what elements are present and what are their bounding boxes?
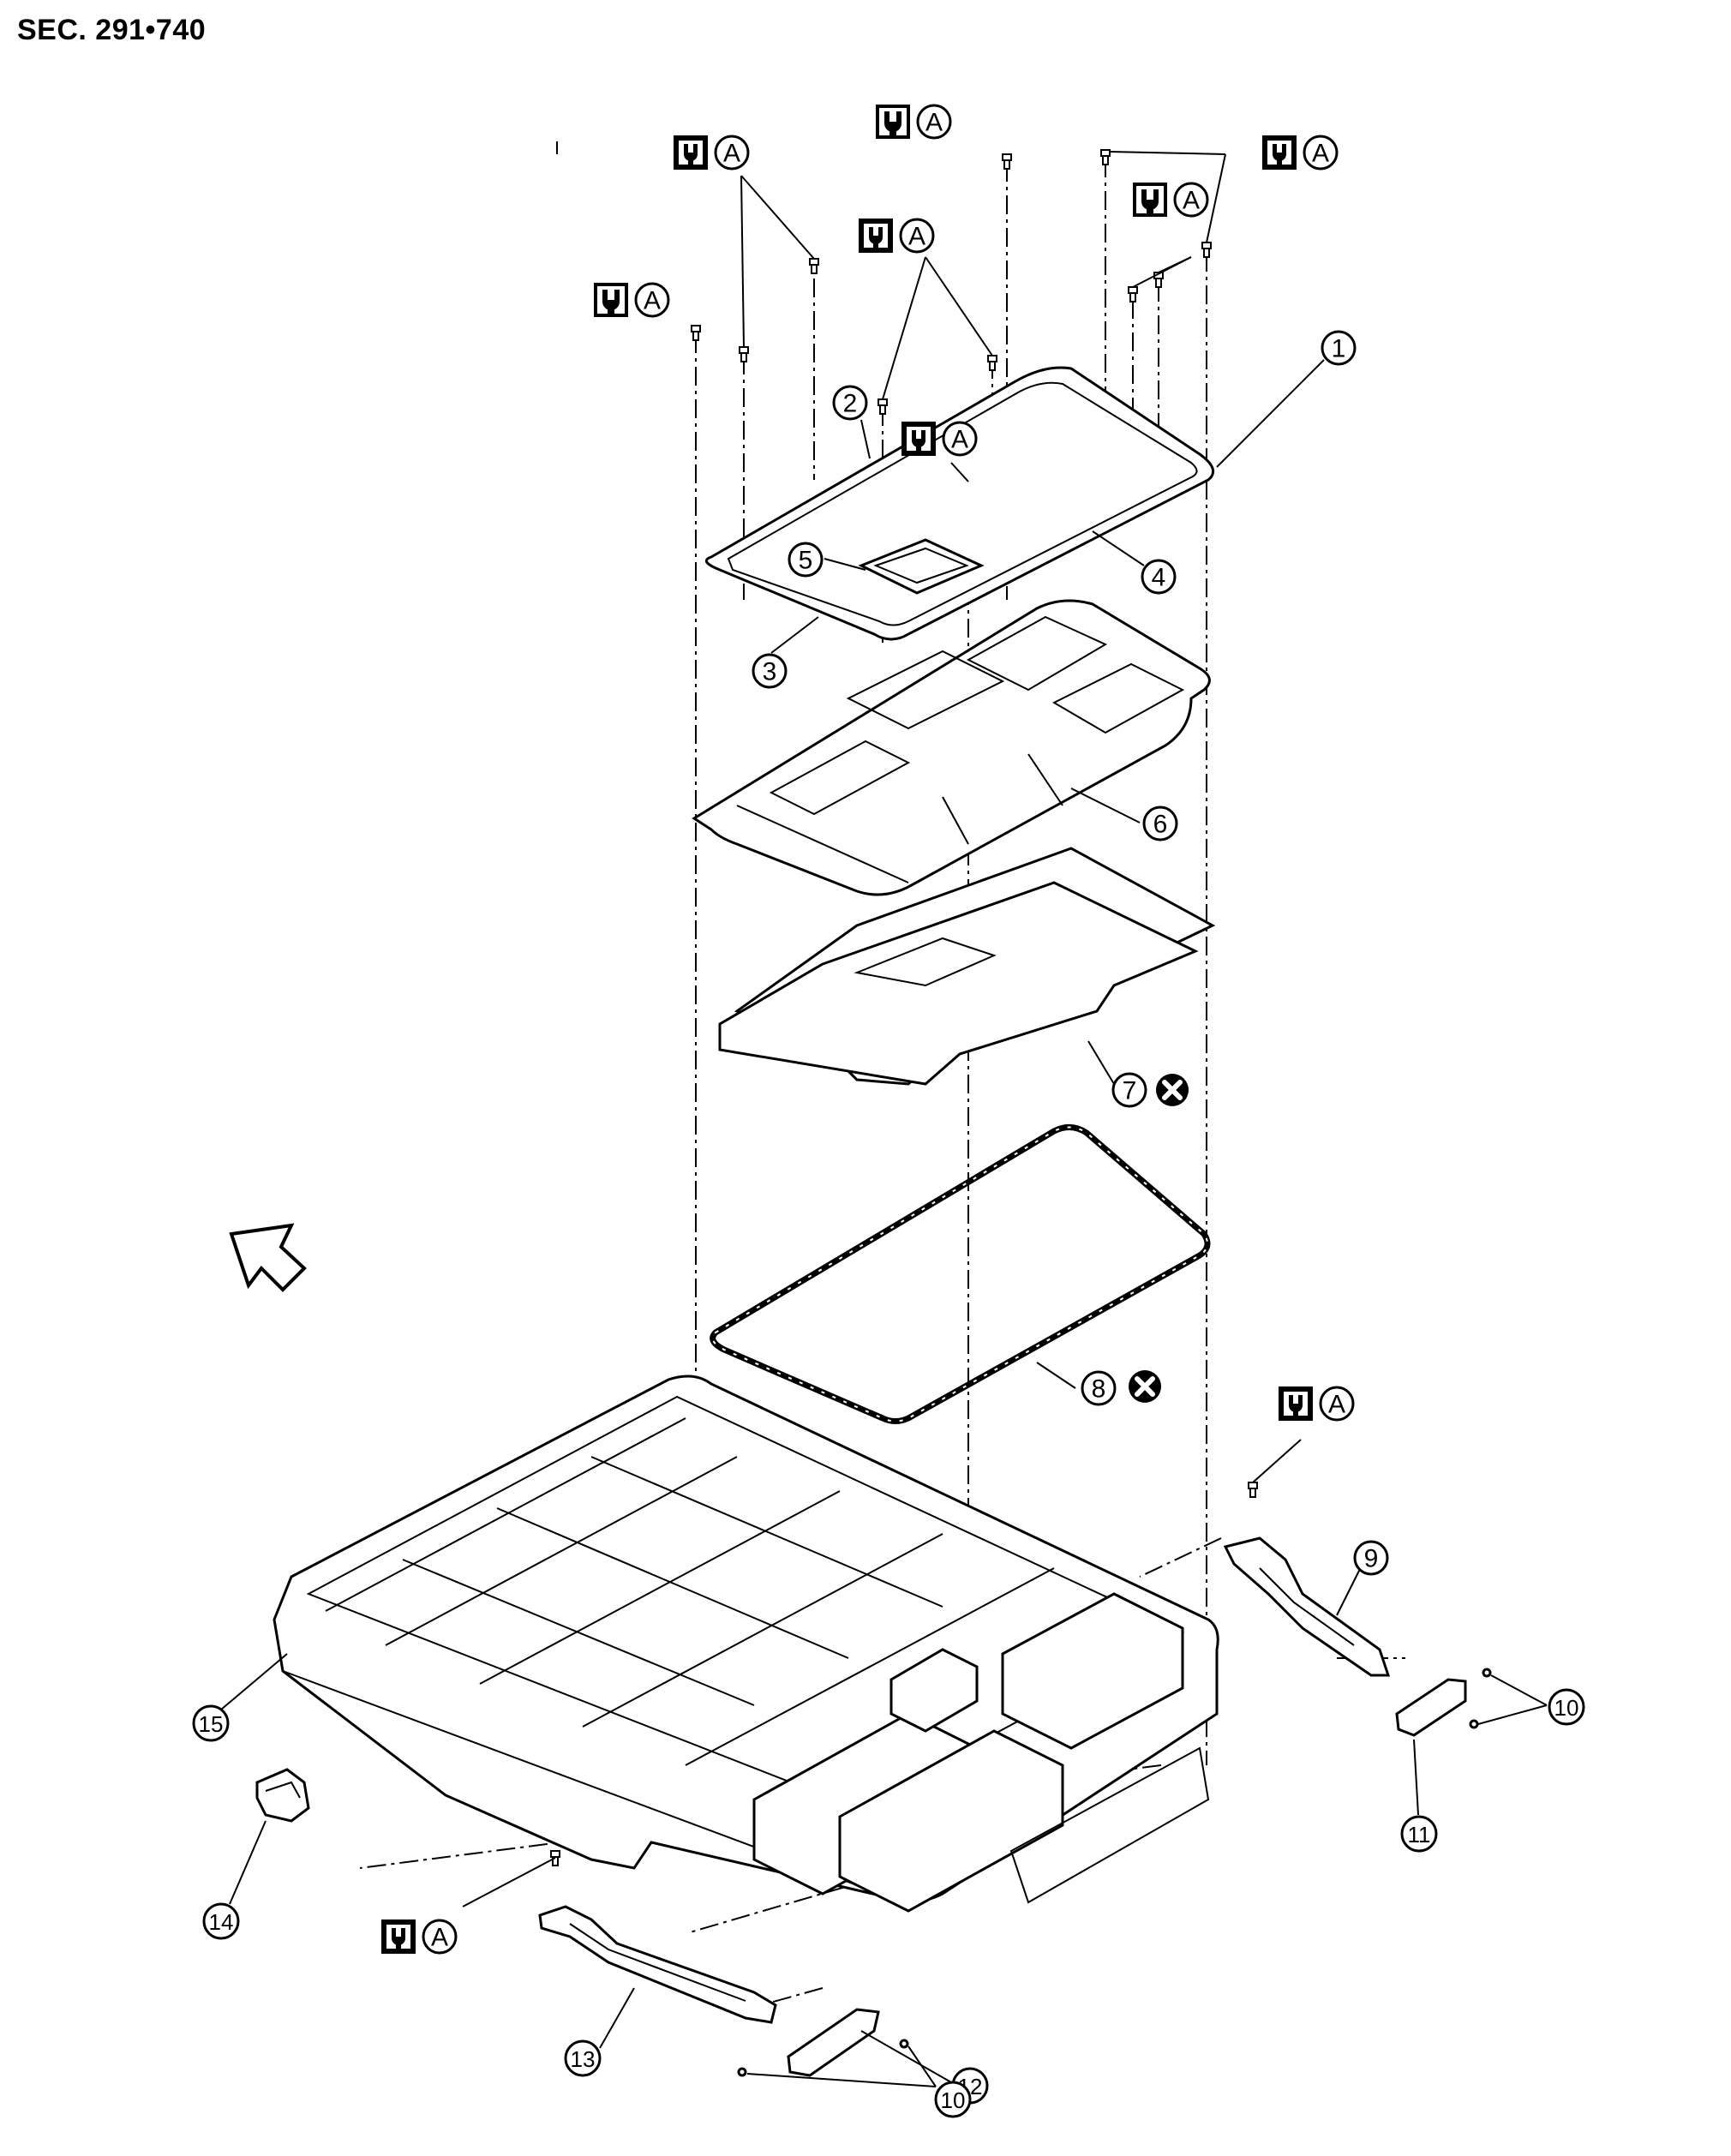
svg-text:A: A: [644, 287, 661, 315]
callout-15: 15: [192, 1704, 230, 1742]
torque-symbol-6: A: [594, 282, 670, 318]
svg-text:10: 10: [1554, 1695, 1579, 1721]
svg-text:A: A: [908, 223, 925, 251]
torque-wrench-icon: [1262, 135, 1297, 170]
part-gasket: [710, 1124, 1211, 1424]
svg-text:A: A: [1183, 187, 1200, 215]
torque-wrench-icon: [1133, 183, 1167, 217]
part-battery-tray: [273, 1374, 1219, 1913]
torque-symbol-3: A: [1262, 135, 1339, 171]
callout-3: 3: [752, 653, 788, 689]
do-not-reuse-icon: [1156, 1074, 1189, 1106]
torque-symbol-7: A: [901, 421, 978, 457]
svg-text:13: 13: [571, 2046, 596, 2072]
callout-5: 5: [788, 542, 824, 578]
svg-text:A: A: [1328, 1391, 1345, 1419]
svg-text:1: 1: [1332, 335, 1346, 363]
svg-text:14: 14: [209, 1909, 234, 1935]
torque-symbol-8: A: [1279, 1386, 1355, 1422]
svg-text:11: 11: [1408, 1822, 1431, 1848]
torque-symbol-5: A: [1133, 182, 1209, 218]
svg-text:8: 8: [1092, 1375, 1106, 1404]
part-upper-case: [692, 599, 1211, 896]
callout-7: 7: [1111, 1072, 1147, 1108]
svg-text:A: A: [951, 426, 968, 454]
svg-text:3: 3: [763, 658, 777, 686]
vehicle-front-arrow-icon: [229, 1223, 307, 1292]
callout-9: 9: [1353, 1540, 1389, 1576]
torque-wrench-icon: [1279, 1386, 1313, 1421]
callout-1: 1: [1321, 330, 1357, 366]
torque-symbol-9: A: [381, 1919, 458, 1955]
torque-wrench-icon: [859, 219, 893, 253]
svg-text:10: 10: [941, 2087, 966, 2113]
svg-text:5: 5: [799, 547, 813, 575]
torque-wrench-icon: [901, 422, 936, 456]
svg-text:A: A: [1312, 140, 1329, 168]
svg-text:2: 2: [843, 390, 858, 418]
do-not-reuse-icon: [1129, 1370, 1161, 1403]
part-insulator-sheets: [718, 847, 1216, 1086]
svg-text:A: A: [431, 1924, 448, 1952]
callout-11: 11: [1400, 1815, 1438, 1853]
torque-symbol-4: A: [859, 218, 935, 254]
nuts: [737, 1668, 1492, 2077]
callout-10-left: 10: [934, 2081, 972, 2118]
torque-wrench-icon: [674, 135, 708, 170]
callout-6: 6: [1142, 806, 1178, 841]
svg-text:7: 7: [1123, 1077, 1137, 1105]
leader-lines: [220, 151, 1548, 2087]
svg-text:A: A: [925, 109, 943, 137]
svg-text:A: A: [723, 140, 740, 168]
torque-wrench-icon: [381, 1919, 416, 1954]
svg-text:9: 9: [1364, 1545, 1379, 1573]
part-bracket-right: [1223, 1536, 1391, 1677]
svg-text:6: 6: [1153, 811, 1168, 839]
svg-text:4: 4: [1152, 564, 1166, 592]
torque-wrench-icon: [594, 283, 628, 317]
part-connector: [255, 1768, 310, 1823]
torque-symbol-2: A: [876, 104, 952, 140]
callout-14: 14: [202, 1902, 240, 1940]
part-bracket-small-left: [787, 2008, 880, 2077]
callout-13: 13: [564, 2039, 602, 2077]
callout-8: 8: [1081, 1370, 1117, 1406]
torque-symbol-1: A: [674, 135, 750, 171]
section-label: SEC. 291•740: [17, 14, 207, 46]
part-bracket-small-right: [1395, 1678, 1467, 1737]
callout-4: 4: [1141, 559, 1177, 595]
callout-2: 2: [832, 385, 868, 421]
callout-10-right: 10: [1548, 1688, 1585, 1726]
part-cover-frame: [704, 366, 1215, 641]
part-bracket-left: [538, 1905, 777, 2024]
torque-wrench-icon: [876, 105, 910, 139]
svg-text:15: 15: [199, 1711, 224, 1737]
